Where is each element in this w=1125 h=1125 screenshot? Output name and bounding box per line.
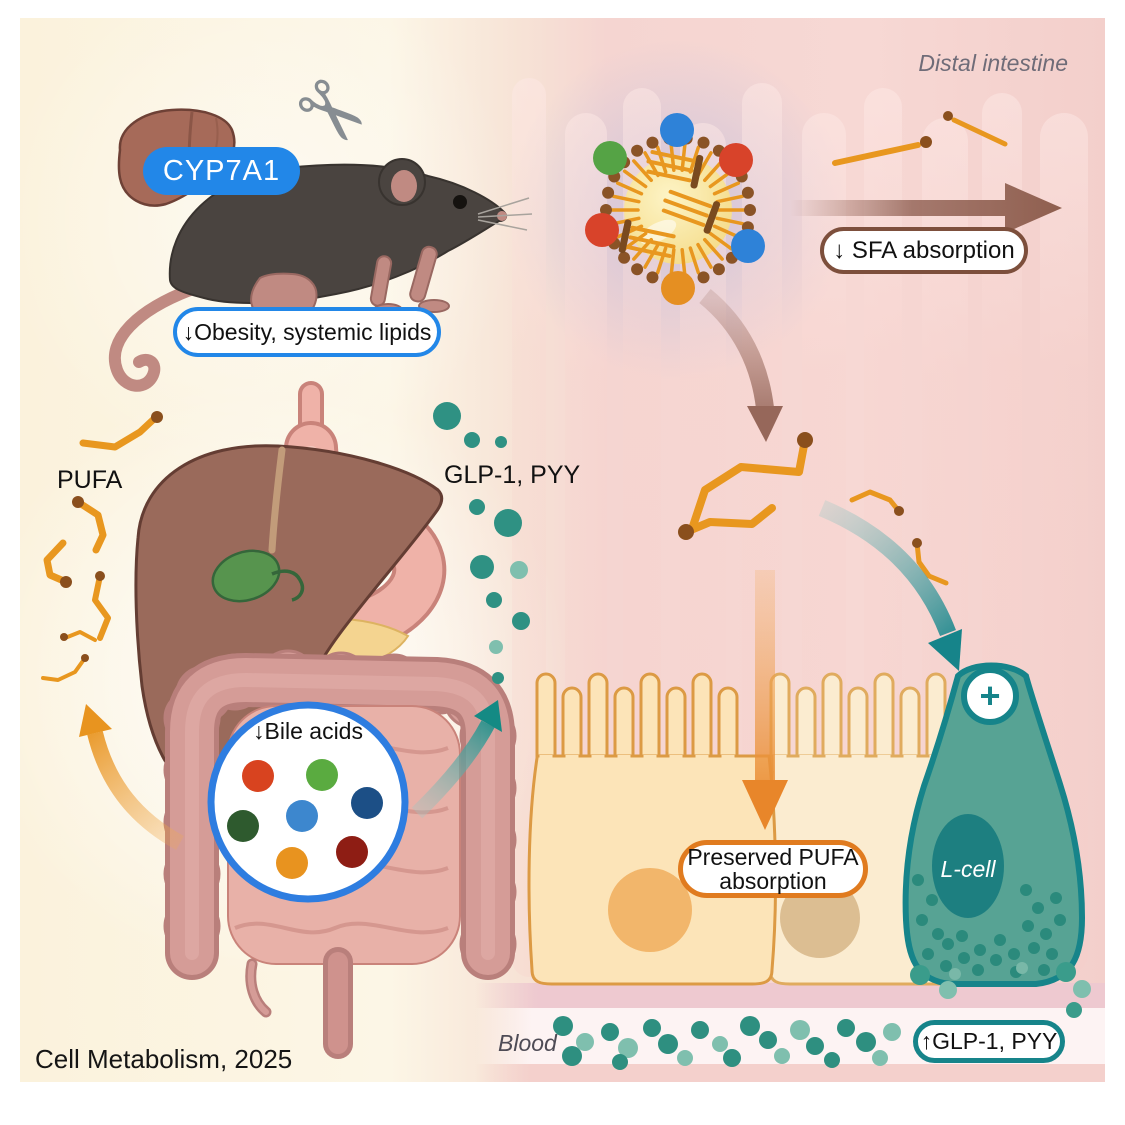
- enterocyte-nucleus-1: [608, 868, 692, 952]
- mouse-whiskers: [477, 197, 533, 231]
- l-cell-secreted-hormones: [910, 962, 1091, 1018]
- circulating-hormone-dots: [553, 1016, 901, 1070]
- gallbladder: [211, 549, 281, 603]
- mouse-eye: [453, 195, 467, 209]
- pufa-absorption-arrow: [742, 570, 788, 830]
- mouse-body: [168, 163, 508, 304]
- triglyceride-glyphs: [618, 150, 721, 258]
- artwork: ✂ CYP7A1 ↓Obesity, systemic lipids PUFA …: [20, 18, 1105, 1082]
- sfa-molecules: [832, 111, 1008, 166]
- lipid-micelle: [585, 113, 765, 305]
- liver-icon: [117, 108, 236, 207]
- lcell-stimulation-arrow: [818, 500, 962, 671]
- basement-membrane-band: [475, 983, 1105, 1008]
- l-cell: [902, 662, 1091, 1018]
- l-cell-granules: [912, 874, 1066, 980]
- micelle-descent-arrow: [699, 289, 783, 442]
- hormone-release-arrow-left: [411, 700, 502, 819]
- micelle-bile-acid-coat: [585, 113, 765, 305]
- intestinal-epithelium: [527, 672, 986, 986]
- diagram-vector-layer: [41, 108, 1091, 1070]
- pufa-molecules-left: [41, 411, 163, 682]
- enterocyte-nucleus-2: [780, 878, 860, 958]
- mouse-tail: [108, 284, 196, 392]
- pufa-recycling-arrow: [79, 704, 184, 851]
- vessel-wall-band: [475, 1064, 1105, 1082]
- bile-acid-dots: [227, 759, 383, 879]
- sfa-transit-arrow: [790, 183, 1062, 233]
- hormone-bubbles: [433, 402, 530, 684]
- pufa-molecules-right: [678, 432, 949, 586]
- bile-acids-circle: [207, 701, 409, 903]
- l-cell-nucleus: [932, 814, 1004, 918]
- enterocyte-microvilli: [535, 672, 739, 772]
